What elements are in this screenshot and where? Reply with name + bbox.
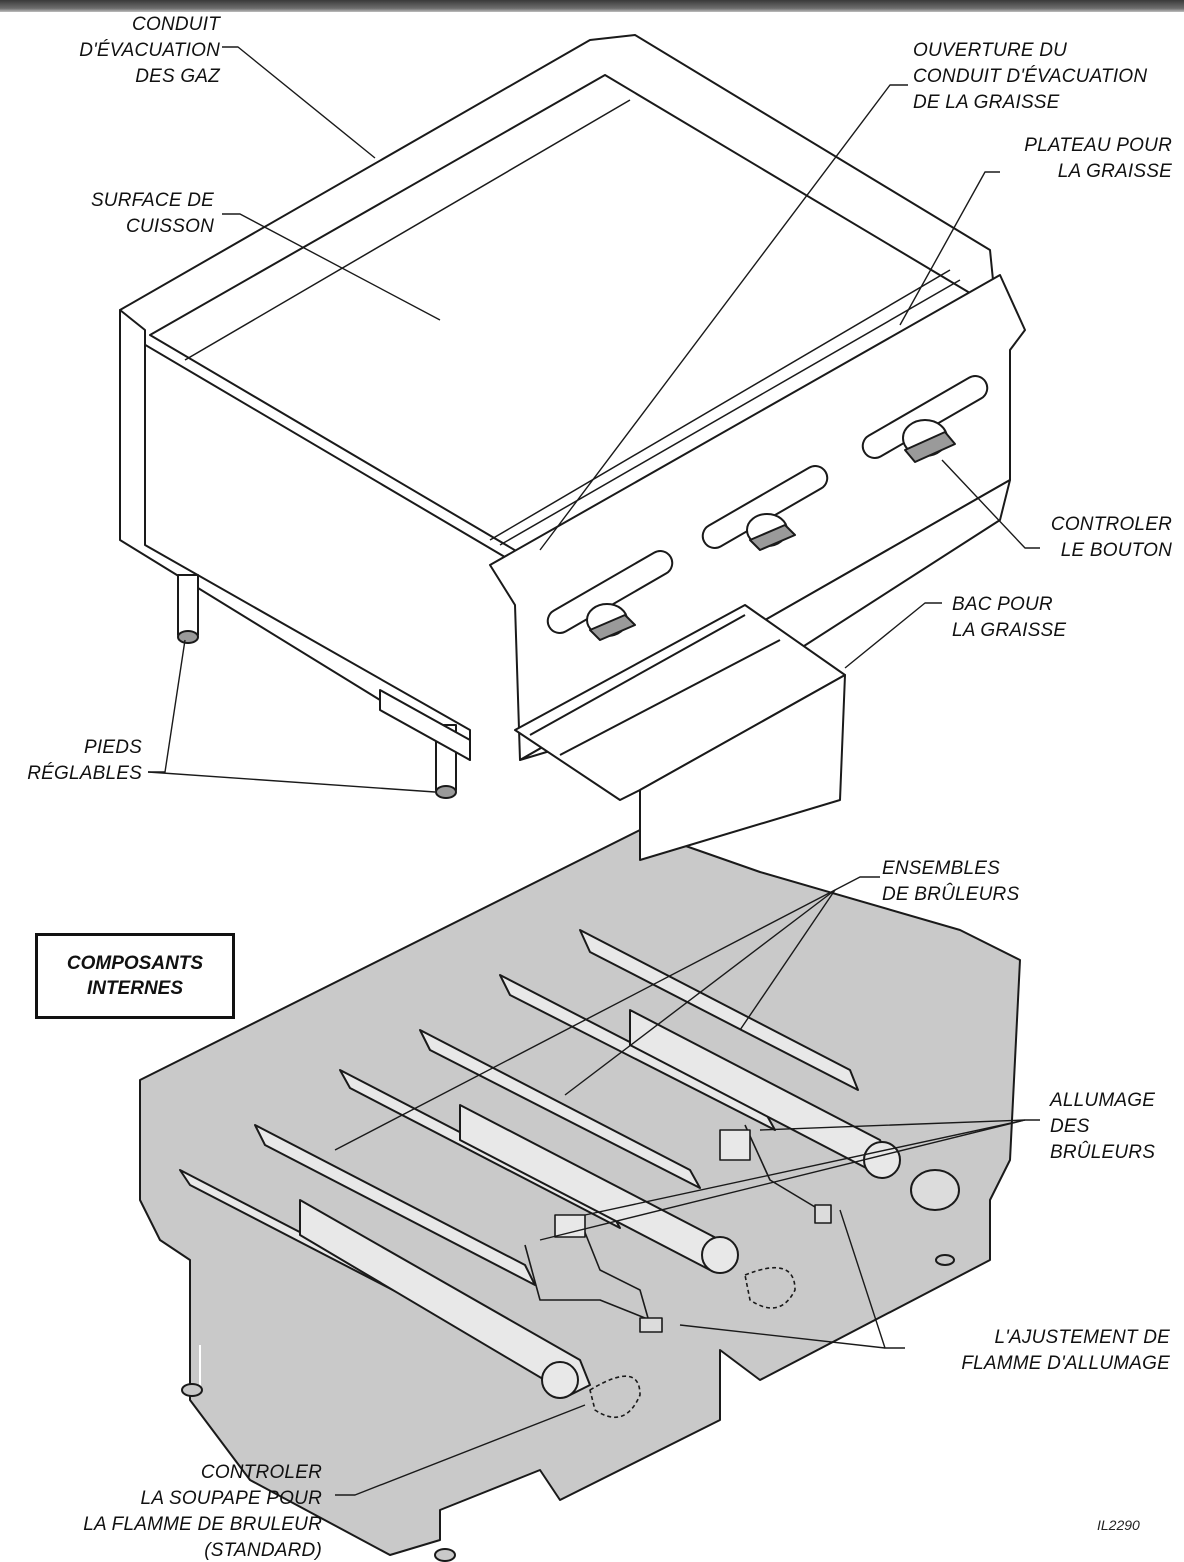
- grease-drawer: [514, 604, 846, 861]
- internal-components-box: COMPOSANTS INTERNES: [35, 933, 235, 1019]
- leader-lines: [147, 46, 1040, 1496]
- label-grease-bin: BAC POUR LA GRAISSE: [952, 594, 1067, 641]
- figure-id: IL2290: [1097, 1517, 1140, 1533]
- internal-box-line-1: COMPOSANTS: [66, 953, 204, 974]
- label-exhaust-duct: CONDUIT D'ÉVACUATION DES GAZ: [79, 14, 220, 87]
- label-cooking-surface: SURFACE DE CUISSON: [90, 190, 214, 237]
- pilot-tubing: [524, 1124, 832, 1419]
- top-border: [0, 0, 1184, 12]
- label-control-knob: CONTROLER LE BOUTON: [1050, 514, 1172, 561]
- label-burner-assemblies: ENSEMBLES DE BRÛLEURS: [882, 858, 1020, 905]
- label-grease-duct-opening: OUVERTURE DU CONDUIT D'ÉVACUATION DE LA …: [913, 40, 1148, 113]
- label-adjustable-legs: PIEDS RÉGLABLES: [27, 737, 142, 784]
- label-grease-tray: PLATEAU POUR LA GRAISSE: [1024, 135, 1172, 182]
- internal-box-line-2: INTERNES: [86, 978, 184, 999]
- label-burner-pilots: ALLUMAGE DES BRÛLEURS: [1050, 1090, 1156, 1163]
- label-burner-valve: CONTROLER LA SOUPAPE POUR LA FLAMME DE B…: [83, 1462, 322, 1561]
- griddle-body: [119, 34, 1026, 799]
- label-pilot-flame-adjustment: L'AJUSTEMENT DE FLAMME D'ALLUMAGE: [961, 1327, 1170, 1374]
